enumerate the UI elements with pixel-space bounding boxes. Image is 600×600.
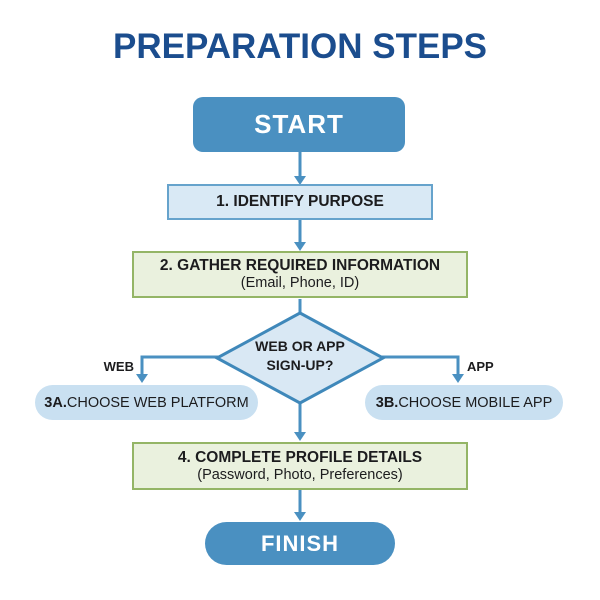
arrowhead-decision-step3b bbox=[452, 374, 464, 383]
node-step3a-label: CHOOSE WEB PLATFORM bbox=[66, 394, 249, 411]
node-step1-label: 1. IDENTIFY PURPOSE bbox=[216, 193, 384, 210]
node-step3a-prefix: 3A. bbox=[44, 394, 67, 411]
node-step3b-choose-mobile-app: 3B. CHOOSE MOBILE APP bbox=[365, 385, 563, 420]
node-step3a-choose-web-platform: 3A. CHOOSE WEB PLATFORM bbox=[35, 385, 258, 420]
branch-label-web: WEB bbox=[103, 359, 134, 374]
node-start: START bbox=[193, 97, 405, 152]
node-step4-label: 4. COMPLETE PROFILE DETAILS bbox=[177, 448, 423, 466]
node-step2-sublabel: (Email, Phone, ID) bbox=[240, 275, 360, 291]
arrowhead-start-step1 bbox=[294, 176, 306, 185]
node-finish: FINISH bbox=[205, 522, 395, 565]
node-step4-complete-profile: 4. COMPLETE PROFILE DETAILS (Password, P… bbox=[132, 442, 468, 490]
node-step3b-label: CHOOSE MOBILE APP bbox=[398, 394, 553, 411]
page-title: PREPARATION STEPS bbox=[112, 27, 488, 66]
connector-decision-step3a bbox=[140, 355, 219, 376]
branch-label-app: APP bbox=[467, 359, 494, 374]
node-step2-gather-information: 2. GATHER REQUIRED INFORMATION (Email, P… bbox=[132, 251, 468, 298]
decision-text: WEB OR APP SIGN-UP? bbox=[220, 337, 380, 375]
connector-decision-step3b bbox=[381, 355, 460, 376]
node-step2-label: 2. GATHER REQUIRED INFORMATION bbox=[159, 257, 441, 274]
decision-text-line1: WEB OR APP bbox=[255, 338, 345, 354]
decision-diamond bbox=[213, 311, 387, 405]
node-step4-sublabel: (Password, Photo, Preferences) bbox=[197, 466, 403, 483]
node-finish-label: FINISH bbox=[260, 530, 340, 556]
arrowhead-decision-step4 bbox=[294, 432, 306, 441]
node-step3b-prefix: 3B. bbox=[375, 394, 399, 411]
node-start-label: START bbox=[254, 109, 344, 139]
node-step1-identify-purpose: 1. IDENTIFY PURPOSE bbox=[167, 184, 433, 220]
arrowhead-step1-step2 bbox=[294, 242, 306, 251]
arrowhead-decision-step3a bbox=[136, 374, 148, 383]
arrowhead-step4-finish bbox=[294, 512, 306, 521]
decision-text-line2: SIGN-UP? bbox=[266, 357, 334, 373]
